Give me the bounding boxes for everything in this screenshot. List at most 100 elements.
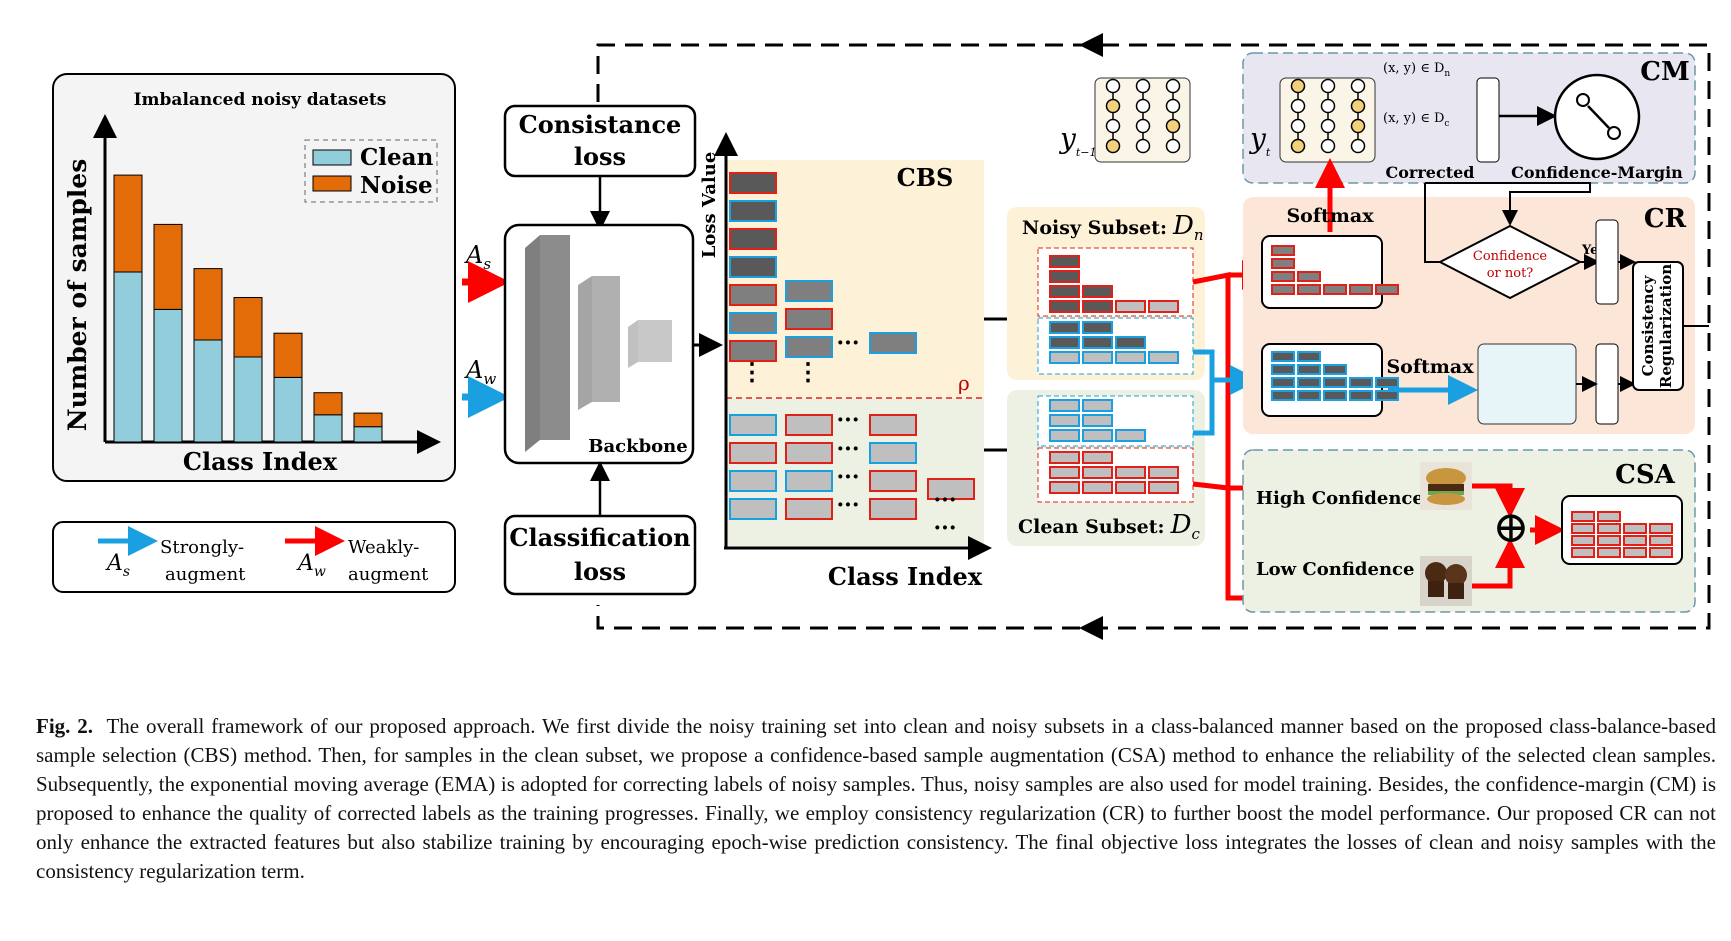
- sample-cell: [1115, 351, 1146, 364]
- node: [1320, 78, 1336, 94]
- legend-label-noise: Noise: [360, 172, 433, 199]
- clean-subset-label: Clean Subset:Dc: [1018, 510, 1200, 543]
- bar-noise: [313, 392, 343, 416]
- bar-clean: [353, 426, 383, 443]
- sample-cell: [1049, 321, 1080, 334]
- weak-symbol: Aw: [296, 551, 326, 580]
- svg-text:···: ···: [934, 515, 957, 541]
- cr-softmax-top: Softmax: [1286, 205, 1374, 227]
- node: [1350, 118, 1366, 134]
- input-as: As: [464, 241, 491, 273]
- node: [1350, 98, 1366, 114]
- cm-corrected: Corrected: [1386, 163, 1475, 182]
- sample-cell: [729, 498, 777, 520]
- cm-cur-label: yt: [1248, 122, 1271, 159]
- sample-cell: [785, 498, 833, 520]
- sample-cell: [1323, 364, 1347, 375]
- sample-cell: [1349, 284, 1373, 295]
- sample-cell: [1115, 466, 1146, 479]
- sample-cell: [1597, 547, 1621, 558]
- dataset-xlabel: Class Index: [183, 447, 338, 476]
- cm-prev-label: yt−1: [1058, 122, 1096, 159]
- figure-caption: Fig. 2. The overall framework of our pro…: [36, 712, 1716, 886]
- node: [1350, 78, 1366, 94]
- sample-cell: [1649, 547, 1673, 558]
- sample-cell: [1049, 255, 1080, 268]
- sample-cell: [1049, 300, 1080, 313]
- sample-cell: [869, 442, 917, 464]
- bar-noise: [233, 297, 263, 358]
- cbs-threshold: ρ: [958, 371, 970, 395]
- sample-cell: [1597, 535, 1621, 546]
- node: [1320, 118, 1336, 134]
- strong-label-1: Strongly-: [160, 537, 244, 558]
- sample-cell: [729, 228, 777, 250]
- framework-figure: Imbalanced noisy datasets Number of samp…: [52, 33, 1711, 640]
- sample-cell: [1082, 336, 1113, 349]
- sample-cell: [1297, 390, 1321, 401]
- sample-cell: [1148, 481, 1179, 494]
- classification-loss-box: Classification loss: [503, 514, 697, 596]
- sample-cell: [869, 498, 917, 520]
- sample-cell: [1115, 481, 1146, 494]
- cr-softmax-mid: Softmax: [1386, 356, 1474, 378]
- sample-cell: [869, 332, 917, 354]
- bar-clean: [233, 356, 263, 443]
- node: [1165, 138, 1181, 154]
- sample-cell: [1297, 364, 1321, 375]
- weak-label-1: Weakly-: [348, 537, 419, 558]
- sample-cell: [729, 442, 777, 464]
- sample-cell: [1082, 300, 1113, 313]
- sample-cell: [1271, 351, 1295, 362]
- confidence-decision: [1437, 224, 1583, 300]
- sample-cell: [1649, 535, 1673, 546]
- dataset-bars: [113, 174, 383, 443]
- weak-label-2: augment: [348, 564, 429, 585]
- sample-cell: [1571, 511, 1595, 522]
- sample-cell: [1623, 535, 1647, 546]
- bar-clean: [193, 339, 223, 443]
- sample-cell: [1082, 351, 1113, 364]
- svg-text:loss: loss: [574, 142, 626, 171]
- cbs-ylabel: Loss Value: [699, 152, 720, 259]
- sample-cell: [1571, 523, 1595, 534]
- sample-cell: [1082, 285, 1113, 298]
- sample-cell: [1271, 377, 1295, 388]
- cm-cond-noisy: (x, y) ∈ Dn: [1383, 61, 1450, 79]
- sample-cell: [1082, 451, 1113, 464]
- sample-cell: [1049, 270, 1080, 283]
- caption-prefix: Fig. 2.: [36, 714, 94, 738]
- sample-cell: [927, 478, 975, 500]
- sample-cell: [869, 414, 917, 436]
- sample-cell: [729, 312, 777, 334]
- muffin-photo: [1420, 556, 1472, 606]
- bar-clean: [113, 271, 143, 443]
- cbs-title: CBS: [897, 163, 954, 192]
- sample-cell: [1082, 429, 1113, 442]
- sample-cell: [729, 340, 777, 362]
- sample-cell: [1571, 535, 1595, 546]
- sample-cell: [1649, 523, 1673, 534]
- csa-title: CSA: [1615, 460, 1675, 490]
- sample-cell: [1271, 258, 1295, 269]
- sample-cell: [785, 470, 833, 492]
- sample-cell: [1148, 300, 1179, 313]
- sample-cell: [785, 308, 833, 330]
- cm-cond-clean: (x, y) ∈ Dc: [1383, 111, 1449, 129]
- svg-text:···: ···: [837, 464, 860, 490]
- sample-cell: [1297, 377, 1321, 388]
- node: [1105, 118, 1121, 134]
- sample-cell: [729, 470, 777, 492]
- strong-symbol: As: [105, 551, 130, 580]
- node: [1290, 78, 1306, 94]
- svg-text:···: ···: [837, 436, 860, 462]
- sample-cell: [1049, 466, 1080, 479]
- sample-cell: [785, 336, 833, 358]
- node: [1105, 98, 1121, 114]
- sample-cell: [729, 172, 777, 194]
- sample-cell: [1297, 351, 1321, 362]
- node: [1320, 138, 1336, 154]
- cbs-xlabel: Class Index: [828, 562, 983, 591]
- sample-cell: [1082, 399, 1113, 412]
- cr-decision-2: or not?: [1487, 266, 1534, 281]
